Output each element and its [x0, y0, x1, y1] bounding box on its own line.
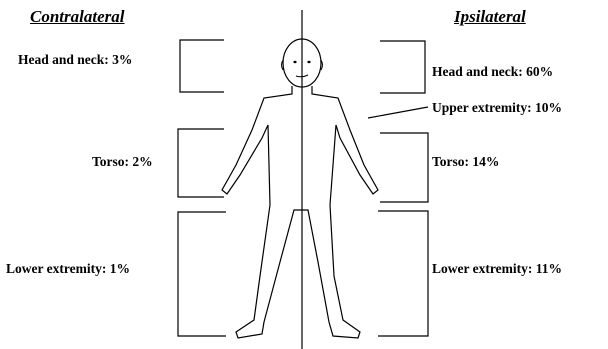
bracket-contralateral-torso [178, 129, 224, 197]
ipsilateral-torso-label: Torso: 14% [432, 155, 499, 169]
body-outline [222, 86, 378, 338]
bracket-ipsilateral-head [380, 41, 425, 93]
bracket-ipsilateral-lower [378, 211, 428, 336]
left-eye [293, 61, 296, 63]
ipsilateral-heading: Ipsilateral [454, 8, 526, 25]
ipsilateral-lower-extremity-label: Lower extremity: 11% [432, 262, 562, 276]
bracket-ipsilateral-torso [380, 133, 428, 202]
contralateral-torso-label: Torso: 2% [92, 155, 153, 169]
contralateral-heading: Contralateral [30, 8, 124, 25]
bracket-contralateral-lower [178, 212, 226, 336]
bracket-contralateral-head [180, 40, 224, 92]
contralateral-head-and-neck-label: Head and neck: 3% [18, 53, 132, 67]
ipsilateral-head-and-neck-label: Head and neck: 60% [432, 65, 553, 79]
contralateral-lower-extremity-label: Lower extremity: 1% [6, 262, 130, 276]
pointer-upper-extremity [368, 107, 428, 118]
right-eye [307, 61, 310, 63]
ipsilateral-upper-extremity-label: Upper extremity: 10% [432, 101, 562, 115]
